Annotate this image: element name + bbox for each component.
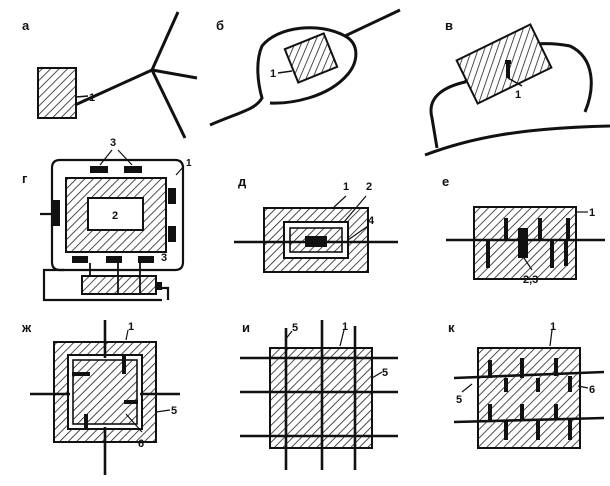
panel-i-label-1: 1 <box>342 321 348 333</box>
panel-k-label-5: 5 <box>456 394 462 406</box>
panel-v-letter: в <box>445 18 453 33</box>
panel-g-block-3 <box>124 166 142 173</box>
panel-a-label-1: 1 <box>89 92 95 104</box>
panel-g-block-3 <box>106 256 122 263</box>
panel-b: б 1 <box>209 8 401 127</box>
panel-b-letter: б <box>216 18 224 33</box>
panel-g-outer-road <box>40 212 170 302</box>
panel-zh-label-1: 1 <box>128 321 134 333</box>
panel-i-label-5: 5 <box>292 322 298 334</box>
panel-a-site <box>37 67 77 119</box>
panel-e-letter: е <box>442 174 449 189</box>
panel-zh-spurs <box>72 356 138 428</box>
panel-k-letter: к <box>448 320 455 335</box>
panel-g-block-3 <box>90 166 108 173</box>
panel-k-label-1: 1 <box>550 321 556 333</box>
panel-k: к 1 5 6 <box>448 320 605 449</box>
panel-k-spurs <box>488 358 572 440</box>
panel-g-block-3 <box>72 256 88 263</box>
panel-b-site <box>283 32 339 84</box>
panel-i-letter: и <box>242 320 250 335</box>
panel-d-core-block <box>305 236 327 247</box>
panel-i: и 5 1 5 <box>240 320 398 470</box>
panel-v-site <box>455 23 553 105</box>
panel-k-label-6: 6 <box>589 384 595 396</box>
panel-a: а 1 <box>22 11 198 139</box>
panel-d-label-2: 2 <box>366 181 372 193</box>
panel-a-road-network <box>74 11 198 139</box>
panel-a-letter: а <box>22 18 30 33</box>
panel-g-block-3 <box>138 256 154 263</box>
panel-v-label-1: 1 <box>515 89 521 101</box>
panel-i-label-5-right: 5 <box>382 367 388 379</box>
panel-g-ring-road <box>50 158 185 272</box>
panel-e-spurs <box>486 218 570 268</box>
panel-g-label-2: 2 <box>112 210 118 222</box>
panel-g-label-1: 1 <box>186 158 192 169</box>
panel-g-block-3 <box>154 282 162 290</box>
panel-g-label-3-lower: 3 <box>161 252 167 264</box>
panel-d-label-1: 1 <box>343 181 349 193</box>
panel-g-block-3 <box>52 200 60 226</box>
panel-zh-label-6: 6 <box>138 438 144 450</box>
panel-e-core-block <box>518 228 528 258</box>
panel-e-label-1: 1 <box>589 207 595 219</box>
panel-zh-label-5: 5 <box>171 405 177 417</box>
panel-b-road-loop <box>209 8 401 127</box>
panel-g-block-3 <box>168 188 176 204</box>
panel-g-annex-site <box>81 275 157 295</box>
panel-i-grid-roads <box>240 320 398 470</box>
panel-g-inner-core <box>87 197 144 231</box>
panel-d-letter: д <box>238 174 247 189</box>
panel-k-roads <box>453 370 605 424</box>
panel-v-pin <box>505 60 511 78</box>
panel-g-letter: г <box>22 171 28 186</box>
panel-e-site <box>473 206 577 280</box>
panel-e-label-2-3: 2,3 <box>523 274 538 286</box>
panel-b-label-1: 1 <box>270 68 276 80</box>
panel-g-label-3: 3 <box>110 137 116 149</box>
panel-d-label-4: 4 <box>368 215 375 227</box>
panel-zh-roads <box>30 320 180 475</box>
panel-g-block-3 <box>168 226 176 242</box>
panel-g: г 2 3 3 1 <box>22 137 192 302</box>
panel-zh: ж 1 5 6 <box>21 320 180 475</box>
panel-v: в 1 <box>424 18 610 157</box>
panel-e: е 1 2,3 <box>442 174 605 286</box>
panel-d: д 1 2 4 <box>234 174 398 273</box>
panel-d-site <box>263 207 369 273</box>
panel-k-site <box>477 347 581 449</box>
panel-zh-letter: ж <box>21 320 32 335</box>
